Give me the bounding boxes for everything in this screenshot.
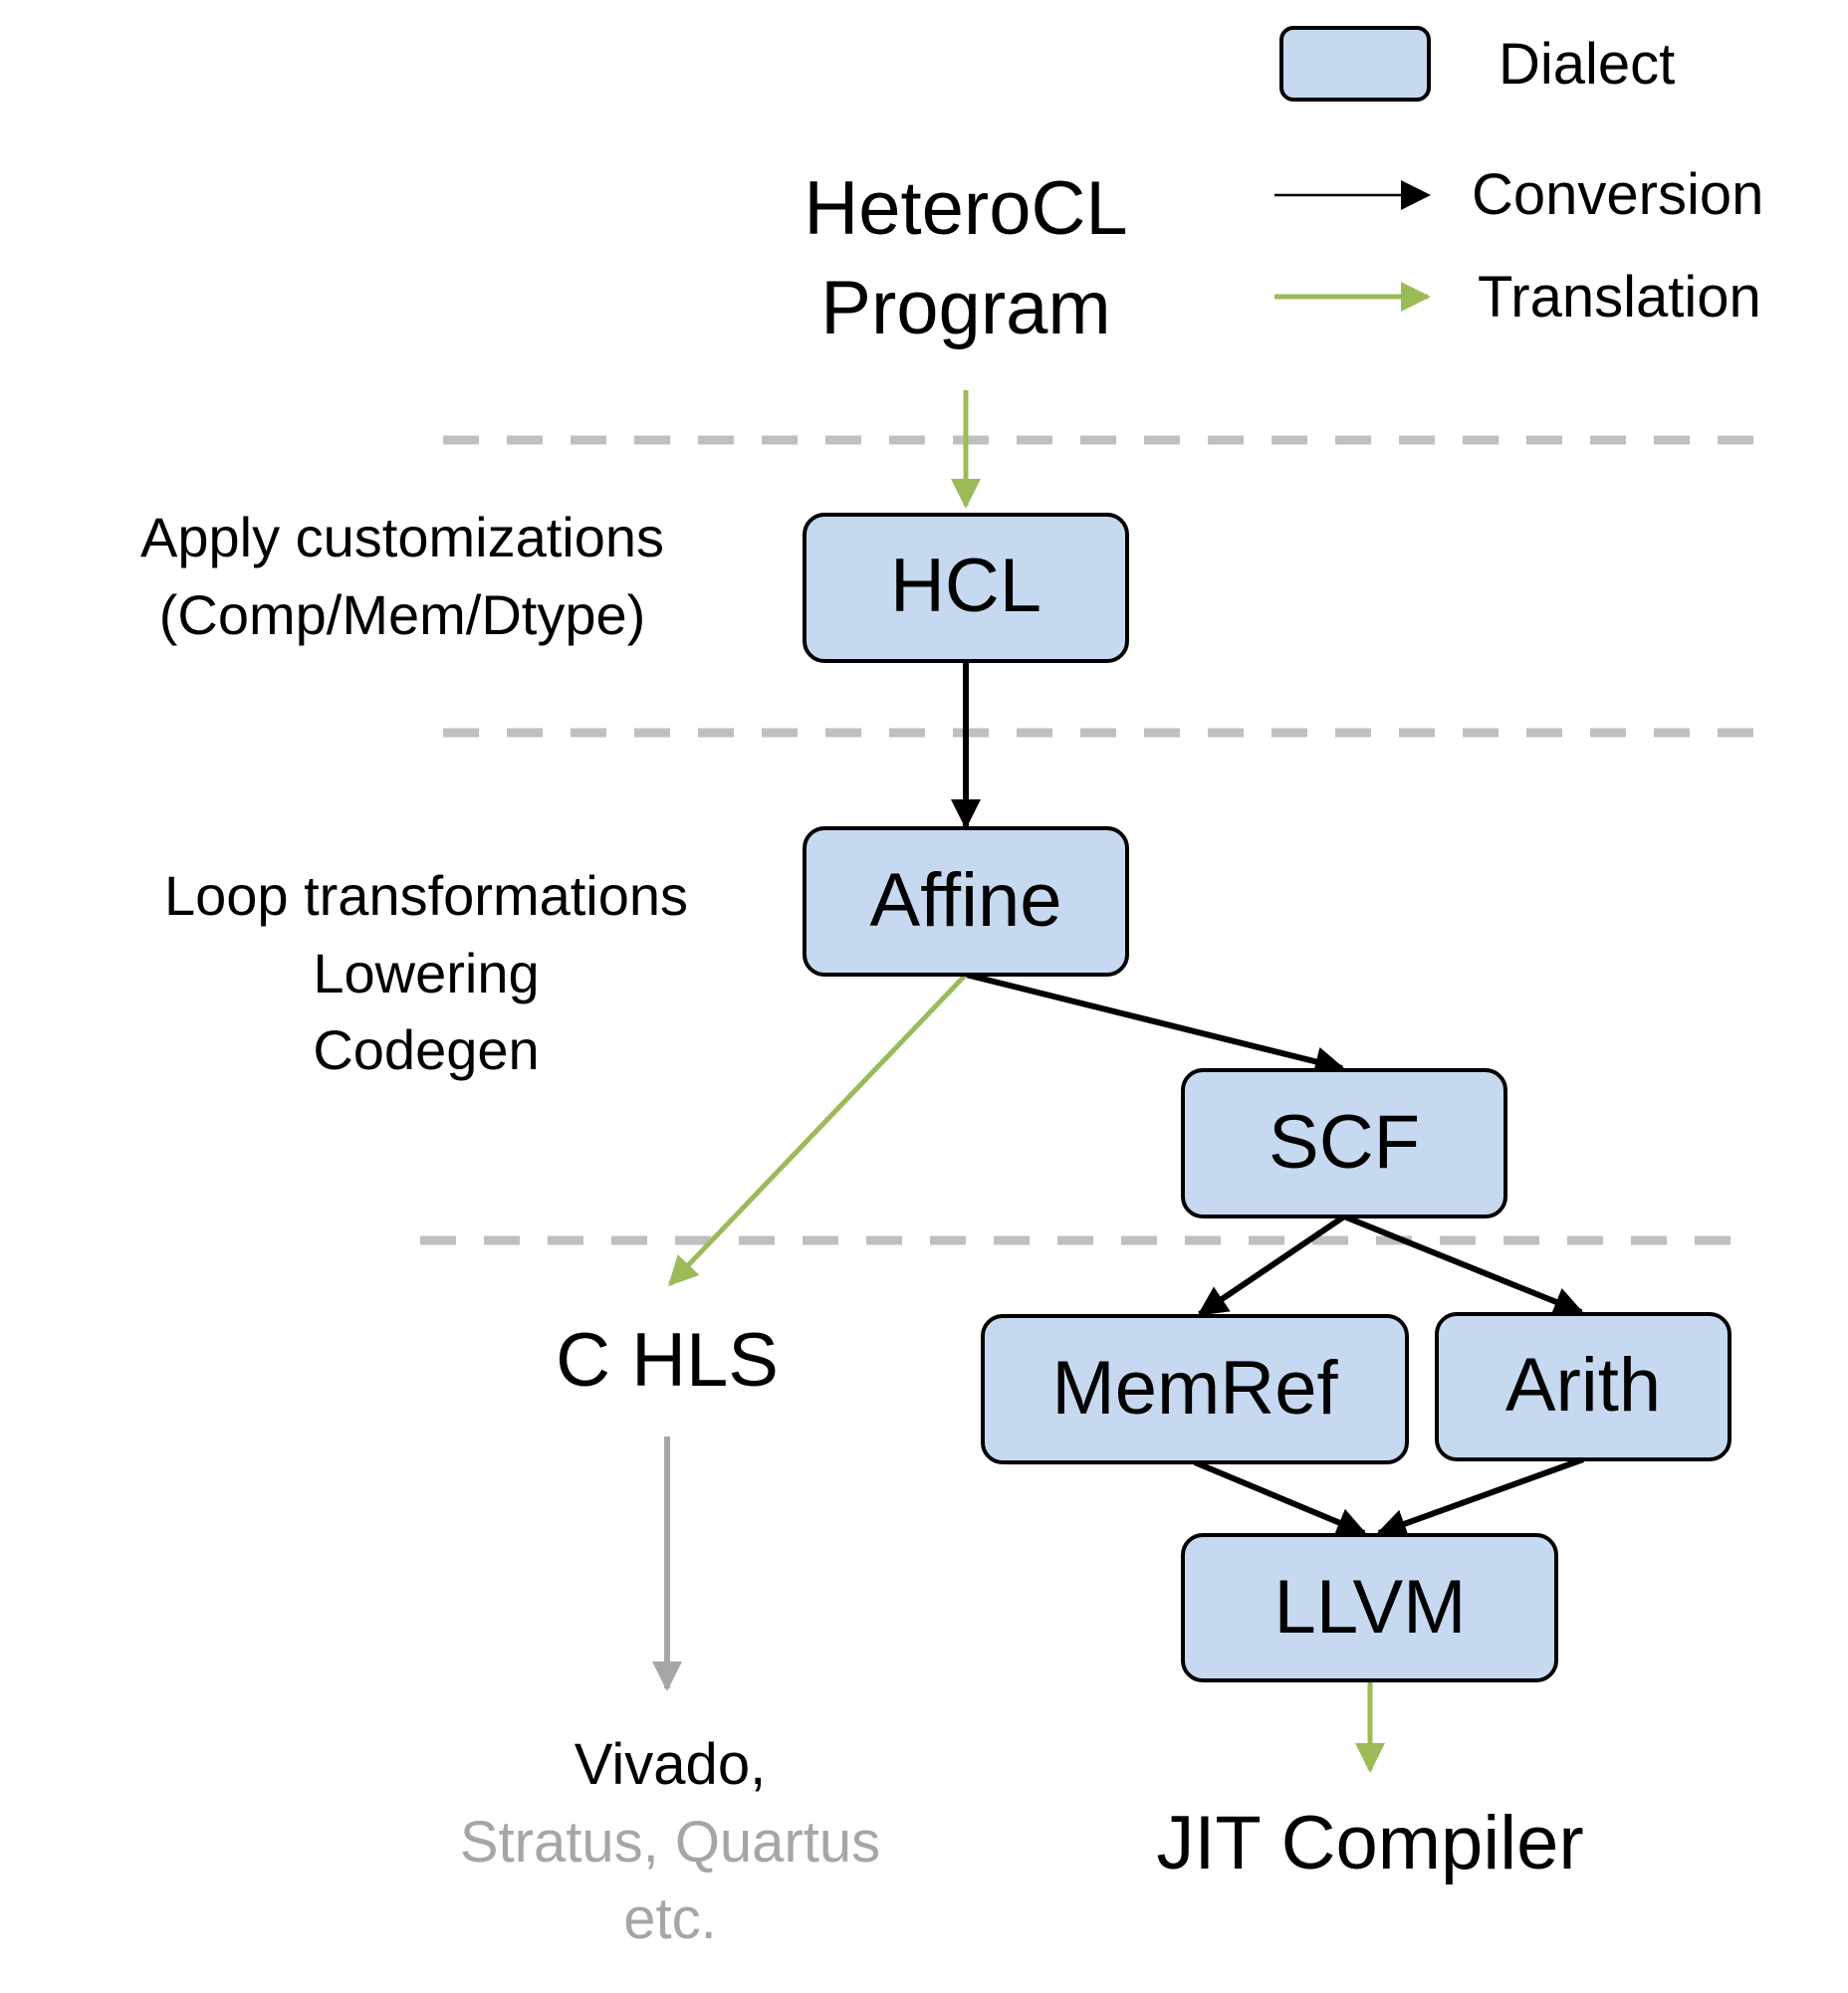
dialect-arith-label: Arith [1505, 1343, 1661, 1428]
dialect-hcl[interactable]: HCL [803, 513, 1129, 663]
dialect-llvm-label: LLVM [1274, 1565, 1467, 1650]
dialect-scf-label: SCF [1269, 1100, 1420, 1185]
dialect-scf[interactable]: SCF [1181, 1068, 1507, 1218]
dialect-memref[interactable]: MemRef [981, 1314, 1409, 1464]
target-chls: C HLS [556, 1318, 779, 1403]
edge-scf-to-memref [1197, 1214, 1346, 1317]
legend-conversion-label: Conversion [1472, 162, 1763, 227]
transform-note-line3: Codegen [313, 1018, 539, 1081]
target-tools-line2: Stratus, Quartus [460, 1810, 880, 1875]
dialect-hcl-label: HCL [890, 544, 1041, 628]
legend: Dialect Conversion Translation [1274, 26, 1763, 330]
target-jit-compiler: JIT Compiler [1156, 1801, 1583, 1885]
edges [652, 390, 1585, 1773]
legend-dialect-swatch [1279, 26, 1431, 102]
target-tools-line3: etc. [623, 1886, 717, 1951]
edge-arith-to-llvm [1376, 1456, 1585, 1538]
dialect-affine[interactable]: Affine [803, 826, 1129, 977]
edge-affine-to-chls [667, 973, 968, 1287]
dialect-affine-label: Affine [870, 858, 1062, 943]
legend-dialect-label: Dialect [1499, 32, 1675, 97]
dialect-llvm[interactable]: LLVM [1181, 1533, 1558, 1682]
source-title-line1: HeteroCL [804, 166, 1127, 251]
target-tools-line1: Vivado, [575, 1732, 766, 1797]
customization-note-line1: Apply customizations [140, 506, 664, 568]
edge-scf-to-arith [1342, 1214, 1584, 1316]
legend-translation-label: Translation [1478, 265, 1761, 330]
transform-note-line2: Lowering [313, 942, 539, 1004]
customization-note-line2: (Comp/Mem/Dtype) [159, 583, 646, 646]
edge-affine-to-scf [965, 972, 1345, 1077]
dialect-memref-label: MemRef [1051, 1346, 1338, 1431]
source-title-line2: Program [820, 266, 1110, 350]
dialect-arith[interactable]: Arith [1435, 1312, 1732, 1461]
transform-note-line1: Loop transformations [164, 864, 688, 927]
edge-memref-to-llvm [1193, 1459, 1367, 1537]
